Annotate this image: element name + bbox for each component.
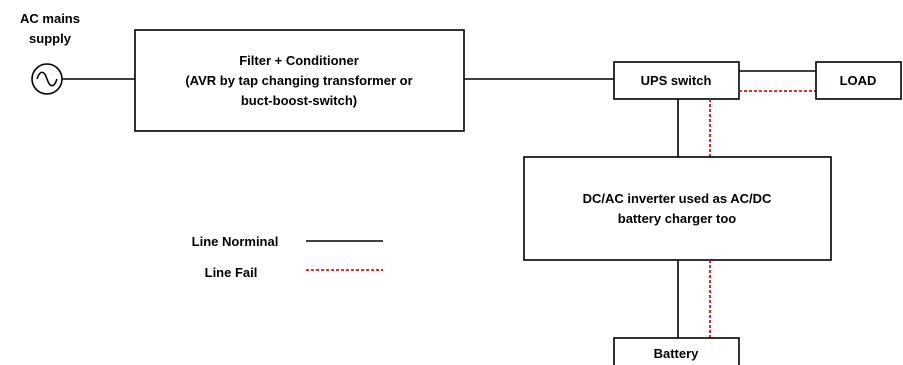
ac-sine-icon [31, 63, 63, 95]
source-label-line2: supply [29, 31, 72, 46]
source-label-line1: AC mains [20, 11, 80, 26]
filter-label-line1: Filter + Conditioner [239, 53, 359, 68]
legend-normal-label: Line Norminal [192, 234, 279, 249]
load-label: LOAD [840, 73, 877, 88]
ups-switch-block: UPS switch [613, 61, 740, 100]
battery-block: Battery [613, 337, 740, 365]
load-block: LOAD [815, 61, 902, 100]
legend-fail-label: Line Fail [205, 265, 258, 280]
inverter-label-line2: battery charger too [618, 211, 737, 226]
battery-label: Battery [654, 346, 700, 361]
filter-conditioner-block: Filter + Conditioner (AVR by tap changin… [134, 29, 465, 132]
filter-label-line3: buct-boost-switch) [241, 93, 357, 108]
ups-switch-label: UPS switch [641, 73, 712, 88]
inverter-block: DC/AC inverter used as AC/DC battery cha… [523, 156, 832, 261]
legend: Line Norminal Line Fail [192, 234, 383, 280]
inverter-label-line1: DC/AC inverter used as AC/DC [583, 191, 772, 206]
filter-label-line2: (AVR by tap changing transformer or [185, 73, 412, 88]
